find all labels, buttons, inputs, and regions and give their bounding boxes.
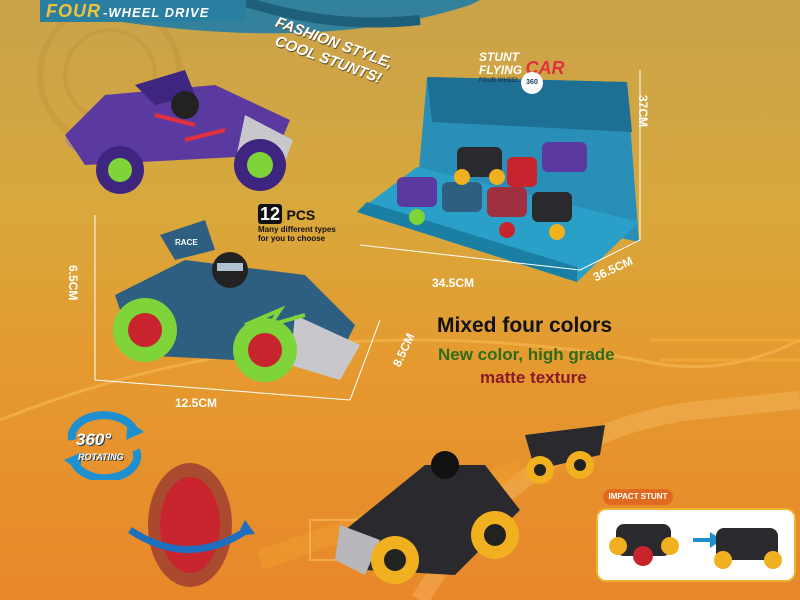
blue-car-image: RACE: [113, 220, 360, 382]
rotating-badge-text: ROTATING: [78, 452, 124, 462]
black-car-small: [525, 425, 605, 484]
quantity-subtitle-1: Many different types: [258, 225, 336, 234]
purple-car-wheel-front: [234, 139, 286, 191]
blue-car-decal: RACE: [175, 238, 198, 247]
quantity-badge: 12 PCS Many different types for you to c…: [258, 204, 368, 243]
impact-stunt-panel: [596, 508, 796, 582]
rotating-badge: 360° ROTATING: [62, 410, 146, 483]
package-logo-subtitle: FOUR-WHEEL DRIVE: [479, 78, 540, 84]
black-car-large: [335, 451, 520, 584]
package-logo: STUNT FLYING CAR FOUR-WHEEL DRIVE: [479, 50, 589, 87]
package-width-label: 34.5CM: [432, 276, 475, 290]
banner-rest: -WHEEL DRIVE: [103, 5, 210, 20]
rotating-arrows-icon: [64, 411, 144, 483]
feature-mixed-colors: Mixed four colors: [437, 314, 613, 337]
feature-new-color: New color, high grade: [438, 345, 615, 364]
package-height-label: 37CM: [636, 95, 650, 128]
quantity-number: 12: [258, 204, 283, 224]
black-car-image: [335, 425, 605, 584]
package-box-image: [357, 77, 639, 282]
package-360-badge: 360: [521, 72, 543, 94]
banner-lead: FOUR: [46, 1, 101, 21]
rotating-badge-number: 360°: [76, 430, 112, 449]
quantity-subtitle-2: for you to choose: [258, 234, 326, 243]
purple-car-wheel-rear: [96, 146, 144, 194]
product-length-label: 12.5CM: [175, 396, 218, 410]
blue-car-wheel-front: [233, 318, 297, 382]
impact-stunt-image: [609, 524, 782, 569]
blue-car-wheel-rear: [113, 298, 177, 362]
tray-cars: [397, 177, 572, 240]
impact-stunt-label: IMPACT STUNT: [603, 489, 673, 505]
package-logo-line-2: FLYING: [479, 63, 523, 77]
rotating-red-car-image: [128, 463, 255, 587]
package-logo-line-1: STUNT: [479, 50, 519, 64]
purple-car-image: [65, 70, 293, 194]
product-height-label: 6.5CM: [66, 265, 80, 301]
four-wheel-drive-banner: FOUR-WHEEL DRIVE: [40, 0, 246, 22]
quantity-unit: PCS: [286, 207, 316, 223]
package-360-text: 360: [526, 79, 538, 86]
feature-matte-texture: matte texture: [480, 368, 587, 387]
package-box: STUNT FLYING CAR FOUR-WHEEL DRIVE 360: [357, 51, 639, 282]
